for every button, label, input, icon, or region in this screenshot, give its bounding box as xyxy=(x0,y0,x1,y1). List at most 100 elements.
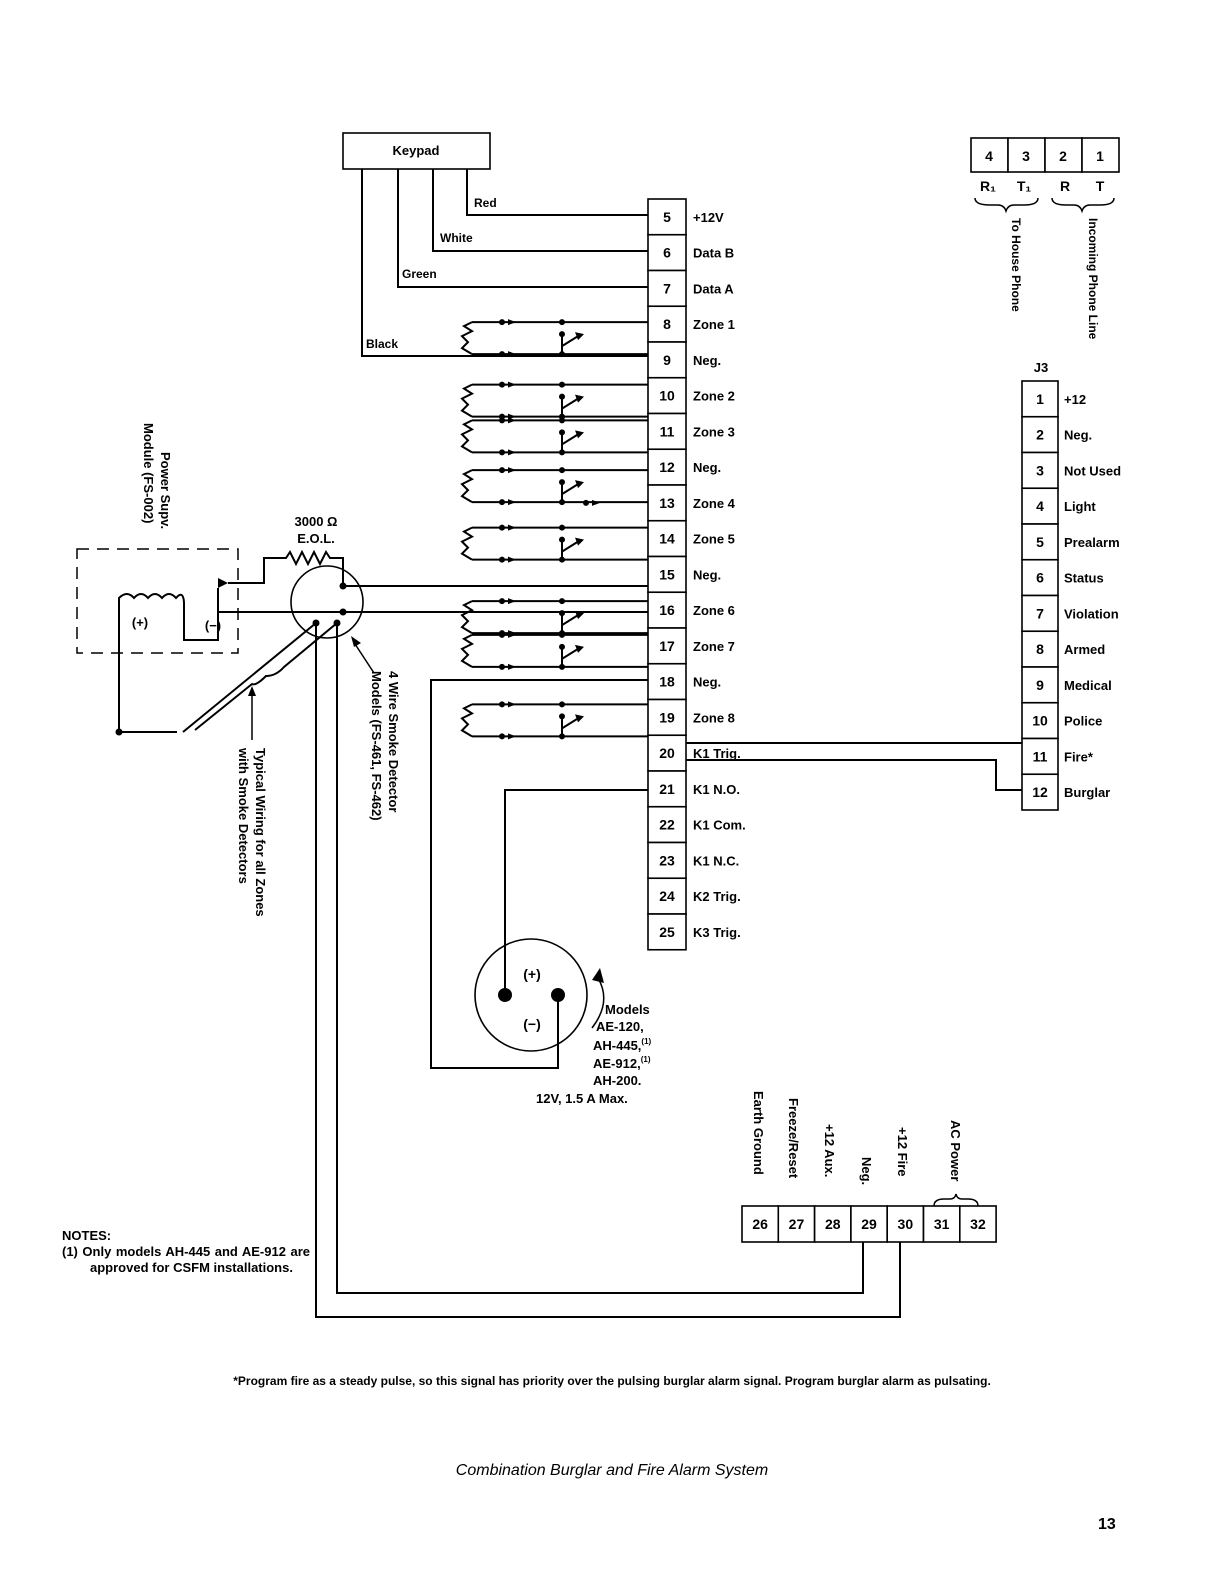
terminal-box-15 xyxy=(647,555,687,594)
zone-loop xyxy=(460,598,648,637)
j3-label-6: Status xyxy=(1064,571,1104,586)
j3-num-10: 10 xyxy=(1032,713,1048,729)
phone-terminal-1: 1 xyxy=(1096,148,1104,164)
j3-num-12: 12 xyxy=(1032,784,1048,800)
j3-num-11: 11 xyxy=(1033,748,1048,764)
terminal-box-6 xyxy=(647,233,687,272)
j3-box-9 xyxy=(1021,666,1059,704)
terminal-label-25: K3 Trig. xyxy=(693,925,741,940)
j3-num-3: 3 xyxy=(1036,462,1044,478)
j3-num-1: 1 xyxy=(1036,391,1044,407)
terminal-label-15: Neg. xyxy=(693,567,721,582)
terminal-label-16: Zone 6 xyxy=(693,603,735,618)
phone-terminal-block: 4 3 2 1 R₁ T₁ R T To House Phone Incomin… xyxy=(970,137,1120,340)
terminal-box-5 xyxy=(647,198,687,236)
terminal-box-19 xyxy=(647,698,687,737)
terminal-label-12: Neg. xyxy=(693,460,721,475)
wire-detector-diag-2 xyxy=(194,622,338,731)
terminal-num-19: 19 xyxy=(659,709,675,725)
j3-box-8 xyxy=(1021,630,1059,668)
terminal-box-17 xyxy=(647,627,687,665)
terminal-label-10: Zone 2 xyxy=(693,389,735,404)
zone-loops xyxy=(460,319,648,740)
j3-label-4: Light xyxy=(1064,499,1096,514)
bottom-box-26 xyxy=(741,1205,780,1243)
bottom-num-32: 32 xyxy=(970,1216,986,1232)
terminal-num-20: 20 xyxy=(659,745,675,761)
terminal-num-15: 15 xyxy=(659,566,675,582)
note-1: (1) Only models AH-445 and AE-912 are ap… xyxy=(62,1244,310,1275)
terminal-num-14: 14 xyxy=(659,531,675,547)
wire-red xyxy=(466,169,648,216)
terminal-label-14: Zone 5 xyxy=(693,532,735,547)
terminal-label-24: K2 Trig. xyxy=(693,889,741,904)
bottom-num-30: 30 xyxy=(898,1216,914,1232)
j3-label-8: Armed xyxy=(1064,642,1105,657)
svg-text:+12 Aux.: +12 Aux. xyxy=(822,1124,837,1177)
svg-text:Freeze/Reset: Freeze/Reset xyxy=(786,1098,801,1179)
bottom-box-32 xyxy=(958,1205,997,1243)
j3-num-2: 2 xyxy=(1036,427,1044,443)
zone-loop xyxy=(460,319,648,358)
notes-title: NOTES: xyxy=(62,1228,112,1243)
j3-box-7 xyxy=(1021,594,1059,633)
phone-terminal-4: 4 xyxy=(985,148,993,164)
wire-black xyxy=(361,169,648,357)
terminal-num-18: 18 xyxy=(659,674,675,690)
j3-title: J3 xyxy=(1034,360,1048,375)
terminal-label-22: K1 Com. xyxy=(693,818,746,833)
zone-loop xyxy=(460,524,648,563)
svg-text:AE-120,: AE-120, xyxy=(596,1019,644,1034)
bottom-num-29: 29 xyxy=(861,1216,877,1232)
wire-detector-to-12-fire xyxy=(315,623,901,1318)
svg-text:AC Power: AC Power xyxy=(948,1120,963,1181)
terminal-num-16: 16 xyxy=(659,602,675,618)
svg-text:Models: Models xyxy=(605,1002,650,1017)
wire-sounder-to-neg xyxy=(430,679,648,1069)
sounder-plus: (+) xyxy=(523,966,541,982)
terminal-num-24: 24 xyxy=(659,888,675,904)
power-module-box xyxy=(76,548,239,654)
terminal-label-8: Zone 1 xyxy=(693,317,735,332)
terminal-label-18: Neg. xyxy=(693,675,721,690)
zone-loop xyxy=(460,631,648,670)
notes: NOTES: (1) Only models AH-445 and AE-912… xyxy=(62,1228,310,1276)
j3-label-7: Violation xyxy=(1064,606,1119,621)
keypad-label: Keypad xyxy=(393,143,440,158)
j3-label-9: Medical xyxy=(1064,678,1112,693)
typical-wiring-label-2: with Smoke Detectors xyxy=(236,747,251,884)
eol-label-2: E.O.L. xyxy=(297,531,335,546)
power-module-label-2: Module (FS-002) xyxy=(141,423,156,523)
j3-label-1: +12 xyxy=(1064,392,1086,407)
terminal-num-5: 5 xyxy=(663,209,671,225)
phone-letter-r: R xyxy=(1060,178,1070,194)
terminal-label-19: Zone 8 xyxy=(693,710,735,725)
terminal-box-20 xyxy=(647,734,687,772)
terminal-label-5: +12V xyxy=(693,210,724,225)
j3-num-9: 9 xyxy=(1036,677,1044,693)
terminal-label-21: K1 N.O. xyxy=(693,782,740,797)
figure-caption: Combination Burglar and Fire Alarm Syste… xyxy=(455,1462,769,1479)
terminal-box-12 xyxy=(647,448,687,486)
terminal-label-7: Data A xyxy=(693,281,734,296)
j3-label-12: Burglar xyxy=(1064,785,1110,800)
eol-resistor xyxy=(228,549,344,586)
j3-num-4: 4 xyxy=(1036,498,1044,514)
j3-num-6: 6 xyxy=(1036,570,1044,586)
zone-loop xyxy=(460,467,648,506)
terminal-num-12: 12 xyxy=(659,459,675,475)
sounder-models: Models AE-120, AH-445,(1) AE-912,(1) AH-… xyxy=(536,1002,652,1106)
terminal-label-13: Zone 4 xyxy=(693,496,736,511)
sounder-rating: 12V, 1.5 A Max. xyxy=(536,1091,628,1106)
bottom-num-31: 31 xyxy=(934,1216,950,1232)
power-module-label-1: Power Supv. xyxy=(158,452,173,529)
zone-loop xyxy=(460,417,648,456)
terminal-label-17: Zone 7 xyxy=(693,639,735,654)
terminal-label-6: Data B xyxy=(693,246,734,261)
terminal-box-23 xyxy=(647,841,687,880)
j3-label-5: Prealarm xyxy=(1064,535,1120,550)
bottom-num-26: 26 xyxy=(752,1216,768,1232)
